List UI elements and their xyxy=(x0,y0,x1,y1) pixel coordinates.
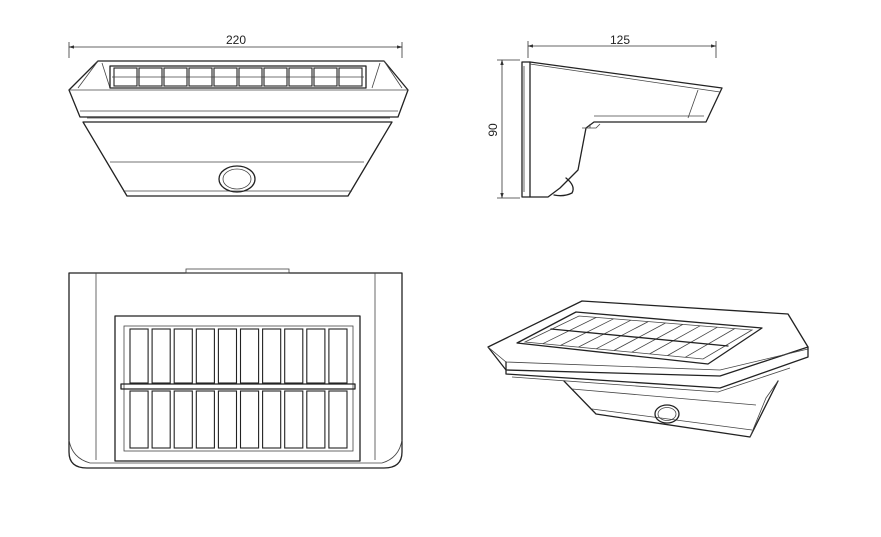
iso-cell-divider xyxy=(613,322,666,351)
top-solar-cell xyxy=(306,390,326,449)
height-dimension: 90 xyxy=(486,59,520,199)
top-solar-cell xyxy=(306,328,326,384)
top-solar-cell xyxy=(262,328,282,384)
top-solar-cell xyxy=(217,328,238,384)
iso-solar-panel xyxy=(516,311,763,365)
top-solar-cell xyxy=(129,390,149,449)
front-solar-strip xyxy=(109,65,367,89)
top-outline xyxy=(68,272,403,469)
iso-cell-divider xyxy=(684,328,735,358)
side-wall-plate xyxy=(521,61,531,198)
top-solar-cell xyxy=(217,390,238,449)
iso-cell-divider xyxy=(667,326,718,356)
iso-pir-sensor xyxy=(654,404,680,424)
side-pir-sensor xyxy=(553,177,574,197)
top-view xyxy=(68,268,403,469)
depth-label: 125 xyxy=(610,33,630,47)
top-solar-cell xyxy=(195,328,215,384)
top-solar-cell xyxy=(262,390,282,449)
top-solar-cell xyxy=(328,390,348,449)
side-profile xyxy=(529,61,723,198)
top-solar-cell xyxy=(195,390,215,449)
iso-front-band xyxy=(505,346,809,389)
width-label: 220 xyxy=(226,33,246,47)
side-view: 125 90 xyxy=(486,33,723,199)
iso-cell-divider xyxy=(631,324,683,353)
top-solar-cell xyxy=(151,390,171,449)
front-view: 220 xyxy=(68,33,409,197)
top-solar-cell xyxy=(129,328,149,384)
isometric-view xyxy=(487,300,809,438)
top-solar-cell xyxy=(239,328,260,384)
top-solar-cell xyxy=(173,390,193,449)
top-solar-cell xyxy=(173,328,193,384)
front-pir-sensor xyxy=(218,165,256,193)
width-dimension: 220 xyxy=(68,33,403,58)
front-lower-body xyxy=(82,121,393,197)
iso-cell-divider xyxy=(649,325,701,355)
top-solar-panel xyxy=(114,315,361,462)
top-solar-cell xyxy=(284,328,304,384)
depth-dimension: 125 xyxy=(527,33,717,58)
height-label: 90 xyxy=(486,123,500,137)
top-solar-cell xyxy=(151,328,171,384)
iso-lower-housing xyxy=(563,380,779,438)
top-solar-cell xyxy=(328,328,348,384)
top-solar-cell xyxy=(284,390,304,449)
top-solar-cell xyxy=(239,390,260,449)
